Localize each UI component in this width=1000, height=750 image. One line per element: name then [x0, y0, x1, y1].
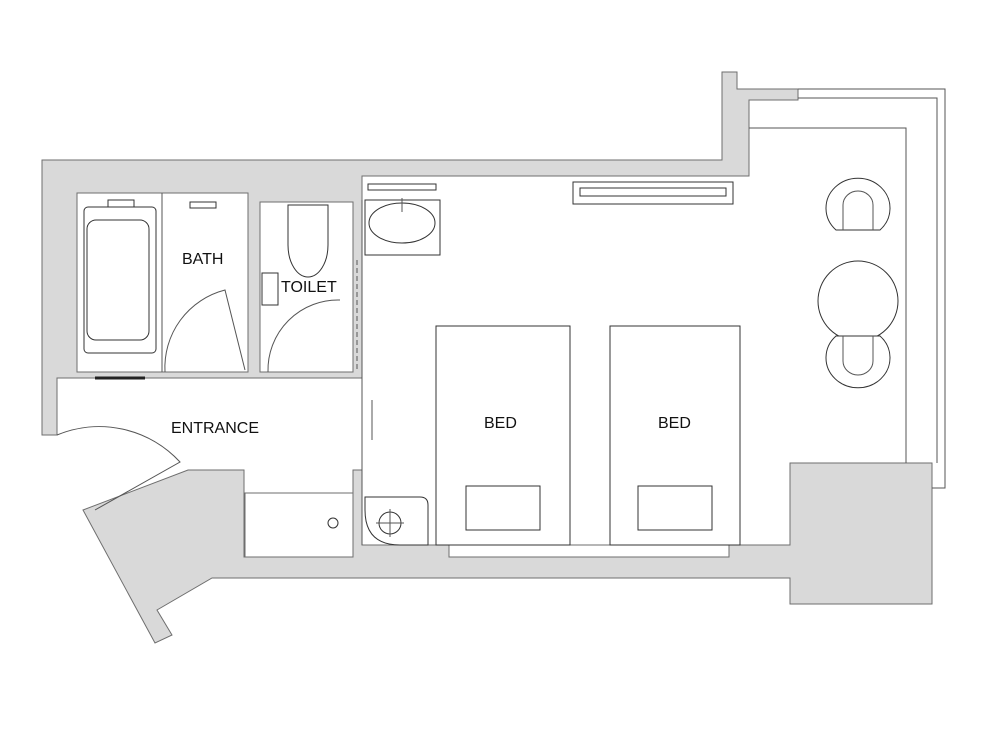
chair-top-seat — [842, 190, 874, 230]
bathtub-basin — [86, 219, 150, 341]
window-mid — [798, 97, 938, 463]
entrance-label: ENTRANCE — [171, 420, 259, 437]
chair-bottom — [825, 335, 891, 389]
coat-hook-icon — [327, 517, 339, 529]
tv-unit — [579, 187, 727, 197]
window-inner — [749, 127, 907, 463]
window-outer — [798, 88, 946, 489]
toilet-bowl — [287, 204, 329, 278]
bed-right-label: BED — [658, 415, 691, 432]
toilet-label: TOILET — [281, 279, 337, 296]
shower-faucet-icon — [189, 201, 217, 209]
chair-top — [825, 177, 891, 231]
pillow-left — [465, 485, 541, 531]
chair-bottom-seat — [842, 336, 874, 376]
sill — [448, 544, 730, 558]
pillow-right — [637, 485, 713, 531]
bath-door-swing — [164, 289, 246, 373]
toilet-paper-holder — [261, 272, 279, 306]
round-table — [817, 260, 899, 342]
entrance-door-swing — [56, 426, 181, 511]
bath-label: BATH — [182, 251, 223, 268]
bed-left-label: BED — [484, 415, 517, 432]
bath-faucet-icon — [107, 199, 135, 208]
mirror-shelf — [367, 183, 437, 191]
toilet-door-swing — [267, 299, 341, 373]
